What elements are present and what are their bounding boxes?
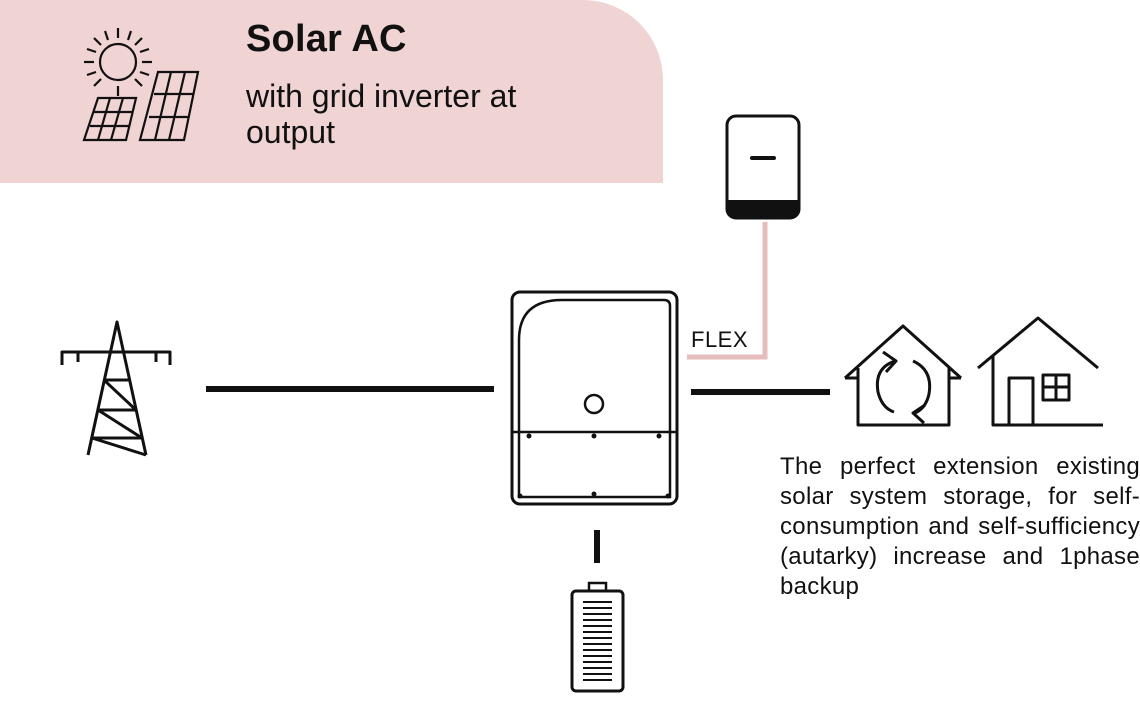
- grid-pylon-icon: [60, 320, 172, 457]
- page-subtitle: with grid inverter at output: [246, 78, 517, 150]
- battery-icon: [570, 581, 625, 693]
- page-title: Solar AC: [246, 18, 407, 60]
- header-band: [0, 0, 663, 183]
- grid-inverter-icon: [725, 114, 801, 220]
- system-diagram: [60, 28, 1103, 693]
- flex-connection-line: [687, 222, 768, 360]
- self-consumption-house-icon: [843, 324, 963, 427]
- flex-label: FLEX: [691, 327, 749, 352]
- solar-panel-icon: [82, 28, 200, 142]
- inverter-icon: [510, 290, 679, 506]
- home-icon: [977, 316, 1103, 427]
- description-text: The perfect extension existing solar sys…: [780, 453, 1140, 600]
